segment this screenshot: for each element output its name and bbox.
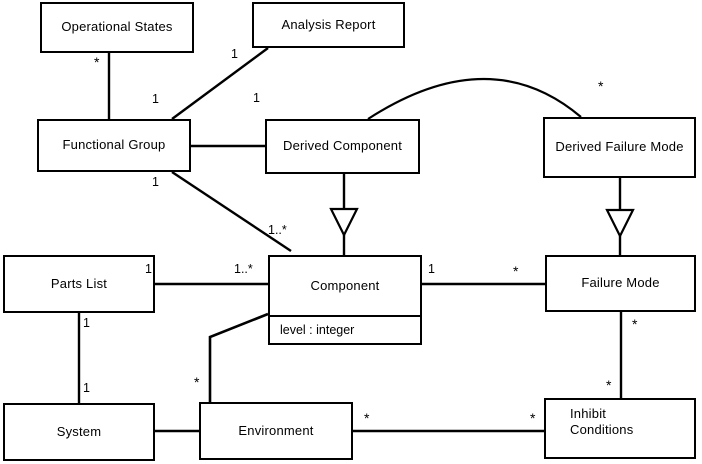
class-name-functional-group: Functional Group	[62, 137, 166, 153]
class-name-environment: Environment	[238, 422, 314, 438]
multiplicity-environment-to-component-end: *	[194, 374, 200, 390]
multiplicity-functional-group-to-analysis-report-end: 1	[152, 92, 159, 106]
class-box-parts-list[interactable]: Parts List	[3, 255, 155, 313]
multiplicity-inhibit-conditions-to-environment-end: *	[530, 410, 536, 426]
generalization-derived-component-to-component	[329, 174, 359, 256]
class-name-inhibit-conditions: Inhibit Conditions	[570, 406, 634, 438]
multiplicity-component-to-parts-list-end: 1..*	[234, 262, 253, 276]
class-name-parts-list: Parts List	[50, 275, 108, 291]
class-box-operational-states[interactable]: Operational States	[40, 2, 194, 53]
class-name-analysis-report: Analysis Report	[281, 16, 376, 32]
multiplicity-component-to-failure-mode-end: 1	[428, 262, 435, 276]
multiplicity-functional-group-to-derived-component-end: 1	[253, 91, 260, 105]
class-name-failure-mode: Failure Mode	[581, 275, 660, 291]
class-box-analysis-report[interactable]: Analysis Report	[252, 2, 405, 48]
class-name-system: System	[56, 423, 102, 439]
class-box-derived-component[interactable]: Derived Component	[265, 119, 420, 174]
multiplicity-analysis-report-end: 1	[231, 47, 238, 61]
edge-functional-group--component	[171, 171, 292, 252]
class-box-inhibit-conditions[interactable]: Inhibit Conditions	[544, 398, 696, 459]
multiplicity-operational-states-end: *	[94, 54, 100, 70]
class-box-system[interactable]: System	[3, 403, 155, 461]
class-name-component: Component	[310, 277, 380, 293]
multiplicity-derived-failure-mode-arc-end: *	[598, 78, 604, 94]
edge-derived-component--derived-failure-mode	[367, 77, 582, 120]
multiplicity-failure-mode-to-inhibit-conditions-end: *	[632, 316, 638, 332]
class-box-failure-mode[interactable]: Failure Mode	[545, 255, 696, 312]
class-name-derived-failure-mode: Derived Failure Mode	[555, 139, 684, 155]
multiplicity-inhibit-conditions-to-failure-mode-end: *	[606, 377, 612, 393]
class-box-functional-group[interactable]: Functional Group	[37, 119, 191, 172]
generalization-derived-failure-mode-to-failure-mode	[605, 178, 635, 256]
multiplicity-system-to-parts-list-end: 1	[83, 381, 90, 395]
multiplicity-functional-group-to-component-end: 1	[152, 175, 159, 189]
multiplicity-environment-to-inhibit-conditions-end: *	[364, 410, 370, 426]
multiplicity-failure-mode-to-component-end: *	[513, 263, 519, 279]
edge-environment--component	[208, 312, 269, 402]
generalization-triangle-icon	[329, 207, 359, 238]
class-box-derived-failure-mode[interactable]: Derived Failure Mode	[543, 117, 696, 178]
edge-analysis-report--functional-group	[171, 47, 269, 120]
class-name-operational-states: Operational States	[61, 19, 173, 35]
generalization-triangle-icon	[605, 208, 635, 239]
multiplicity-parts-list-end: 1	[145, 262, 152, 276]
multiplicity-component-to-functional-group-end: 1..*	[268, 223, 287, 237]
class-name-derived-component: Derived Component	[282, 138, 403, 154]
class-box-component[interactable]: Component level : integer	[268, 255, 422, 345]
class-attribute-component-level: level : integer	[270, 315, 420, 343]
class-box-environment[interactable]: Environment	[199, 402, 353, 460]
multiplicity-parts-list-to-system-end: 1	[83, 316, 90, 330]
